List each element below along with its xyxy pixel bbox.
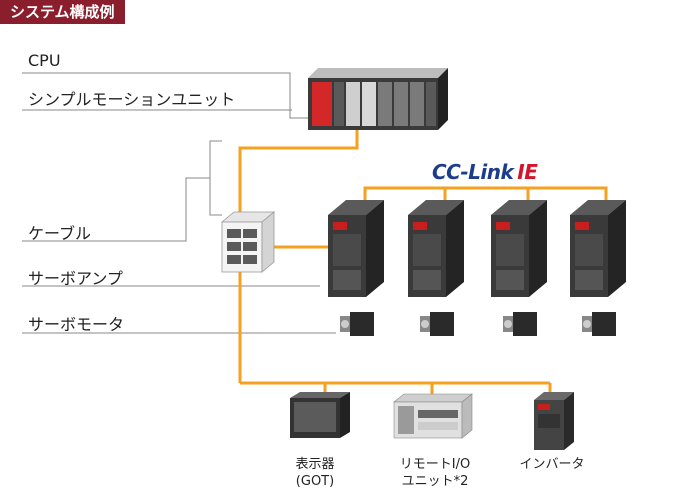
caption-display: 表示器 (GOT) — [285, 456, 345, 490]
label-cpu: CPU — [28, 51, 61, 70]
servo-amp-1 — [328, 200, 384, 297]
caption-remote-io-line1: リモートI/O — [399, 457, 471, 472]
servo-motor-3 — [503, 312, 537, 336]
plc-cpu-module — [346, 82, 360, 126]
remote-io-unit — [393, 393, 473, 439]
section-header: システム構成例 — [0, 0, 125, 24]
label-servo-amp: サーボアンプ — [28, 269, 123, 288]
caption-display-line2: (GOT) — [295, 474, 335, 489]
inverter — [534, 392, 574, 450]
logo-part2: IE — [517, 160, 538, 184]
plc-motion-module — [362, 82, 376, 126]
servo-amp-3 — [491, 200, 547, 297]
servo-motor-4 — [582, 312, 616, 336]
servo-motor-2 — [420, 312, 454, 336]
label-motion-unit: シンプルモーションユニット — [28, 90, 236, 109]
leader-lines — [22, 72, 336, 334]
caption-display-line1: 表示器 — [295, 457, 335, 472]
servo-amp-2 — [408, 200, 464, 297]
caption-remote-io: リモートI/O ユニット*2 — [392, 456, 478, 490]
label-cable: ケーブル — [28, 224, 92, 243]
caption-inverter-line1: インバータ — [519, 457, 585, 472]
label-servo-motor: サーボモータ — [28, 315, 125, 334]
logo-part1: CC-Link — [432, 160, 514, 184]
caption-remote-io-line2: ユニット*2 — [401, 474, 469, 489]
leader-cable-2 — [209, 178, 222, 216]
servo-motor-1 — [340, 312, 374, 336]
leader-cable-1 — [22, 140, 222, 242]
caption-inverter: インバータ — [512, 456, 592, 473]
switching-hub — [220, 211, 276, 273]
leader-cpu — [22, 72, 318, 119]
cable-plc-to-hub — [238, 130, 359, 222]
plc-rack — [308, 68, 448, 130]
display-got — [290, 392, 350, 438]
servo-amp-4 — [570, 200, 626, 297]
plc-power-module — [312, 82, 332, 126]
